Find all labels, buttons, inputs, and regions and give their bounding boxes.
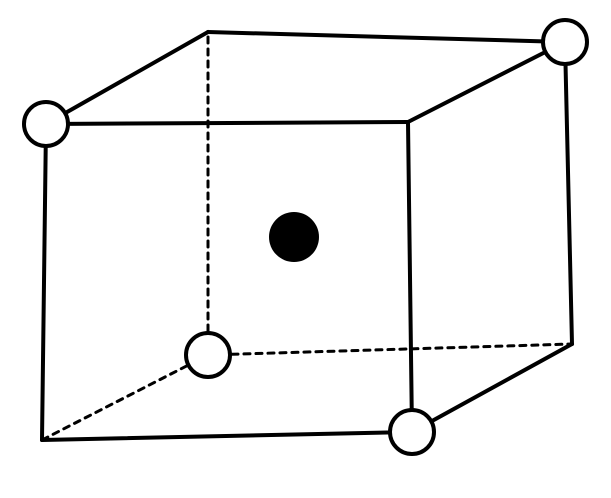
solid-atom-body-center: [269, 212, 319, 262]
back-right-edge: [563, 40, 574, 346]
hollow-atom-front-top-left: [22, 100, 70, 148]
hollow-atom-back-top-right: [541, 18, 589, 66]
front-left-edge: [40, 122, 48, 442]
bottom-right-depth-edge: [410, 342, 574, 434]
cube-edges: [40, 30, 574, 442]
front-right-edge: [406, 120, 414, 434]
cube-atoms: [22, 18, 589, 456]
front-bottom-edge: [40, 430, 414, 442]
back-top-edge: [206, 30, 567, 44]
top-left-depth-edge: [44, 30, 210, 126]
hidden-back-bottom-edge: [206, 342, 574, 357]
hidden-bottom-left-depth-edge: [40, 353, 210, 442]
top-right-depth-edge: [406, 40, 567, 124]
front-top-edge: [44, 120, 410, 126]
hollow-atom-back-bottom-left: [184, 331, 232, 379]
hollow-atom-front-bottom-right: [388, 408, 436, 456]
